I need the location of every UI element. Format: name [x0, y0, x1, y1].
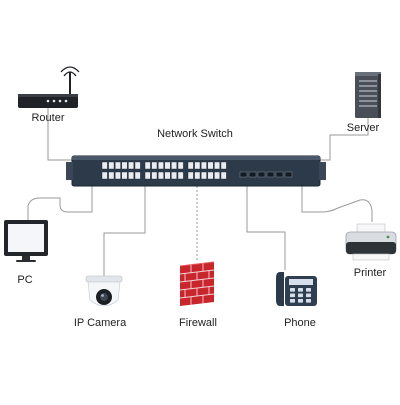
cable-camera — [103, 186, 146, 276]
ethernet-port — [214, 171, 220, 180]
ethernet-port — [151, 171, 158, 180]
sfp-port — [275, 171, 284, 178]
ethernet-port — [114, 161, 121, 170]
phone-key — [306, 288, 311, 292]
switch-ear-left — [66, 162, 73, 180]
ethernet-port — [200, 161, 207, 170]
ethernet-port — [114, 171, 121, 180]
sfp-port — [257, 171, 266, 178]
ethernet-port — [200, 171, 207, 180]
ethernet-port — [177, 161, 184, 170]
cable-router — [47, 108, 72, 161]
phone-key — [306, 293, 311, 298]
ethernet-port — [128, 171, 134, 180]
monitor-icon — [4, 220, 48, 262]
keypad — [290, 288, 311, 303]
ethernet-port — [194, 161, 201, 170]
sfp-port — [266, 171, 275, 178]
ethernet-port — [121, 161, 128, 170]
ethernet-port — [187, 161, 194, 170]
phone-key — [298, 299, 303, 303]
router-label: Router — [31, 112, 65, 124]
network-switch — [66, 155, 326, 187]
cable-pc — [27, 186, 93, 220]
ethernet-port — [144, 161, 151, 170]
ethernet-port — [134, 161, 141, 170]
phone-key — [298, 288, 303, 292]
ethernet-port — [134, 171, 141, 180]
ethernet-port — [101, 161, 108, 170]
ethernet-port — [157, 171, 164, 180]
ethernet-port — [177, 171, 184, 180]
brick-wall-icon — [179, 261, 215, 306]
phone-key — [290, 288, 295, 292]
pc-label: PC — [17, 274, 33, 286]
ethernet-port — [187, 171, 194, 180]
printer-label: Printer — [353, 267, 387, 279]
phone-label: Phone — [284, 317, 316, 329]
switch-ear-right — [319, 162, 326, 180]
ethernet-port — [128, 161, 134, 170]
ethernet-port — [157, 161, 164, 170]
ethernet-port — [171, 161, 177, 170]
firewall-label: Firewall — [179, 317, 217, 329]
ethernet-port — [207, 161, 214, 170]
ethernet-port — [207, 171, 214, 180]
phone-key — [298, 293, 303, 298]
sfp-port — [284, 171, 293, 178]
ethernet-port — [108, 171, 115, 180]
cable-phone — [246, 186, 286, 270]
ethernet-port — [164, 171, 171, 180]
phone-key — [290, 293, 295, 298]
ethernet-port — [164, 161, 171, 170]
ethernet-port — [214, 161, 220, 170]
switch-top-highlight — [72, 156, 320, 160]
server-label: Server — [346, 122, 380, 134]
cable-server — [320, 118, 369, 161]
ethernet-port — [194, 171, 201, 180]
desk-phone-icon — [276, 272, 317, 306]
sfp-bank — [239, 171, 293, 178]
ethernet-port — [144, 171, 151, 180]
ip-camera-label: IP Camera — [73, 317, 127, 329]
ethernet-port — [151, 161, 158, 170]
dome-camera-icon — [85, 275, 123, 307]
cable-group — [27, 108, 373, 276]
ethernet-port — [101, 171, 108, 180]
ethernet-port — [121, 171, 128, 180]
printer-icon — [345, 223, 397, 261]
phone-key — [290, 299, 295, 303]
switch-title: Network Switch — [157, 128, 233, 140]
phone-key — [306, 299, 311, 303]
sfp-port — [248, 171, 257, 178]
ethernet-port — [108, 161, 115, 170]
router-icon — [18, 66, 80, 108]
ethernet-port — [220, 161, 227, 170]
ethernet-port — [171, 171, 177, 180]
switch-body — [71, 155, 321, 187]
cable-printer — [301, 186, 373, 222]
server-icon — [355, 72, 381, 118]
sfp-port — [239, 171, 248, 178]
ethernet-port — [220, 171, 227, 180]
port-bank — [101, 161, 227, 180]
